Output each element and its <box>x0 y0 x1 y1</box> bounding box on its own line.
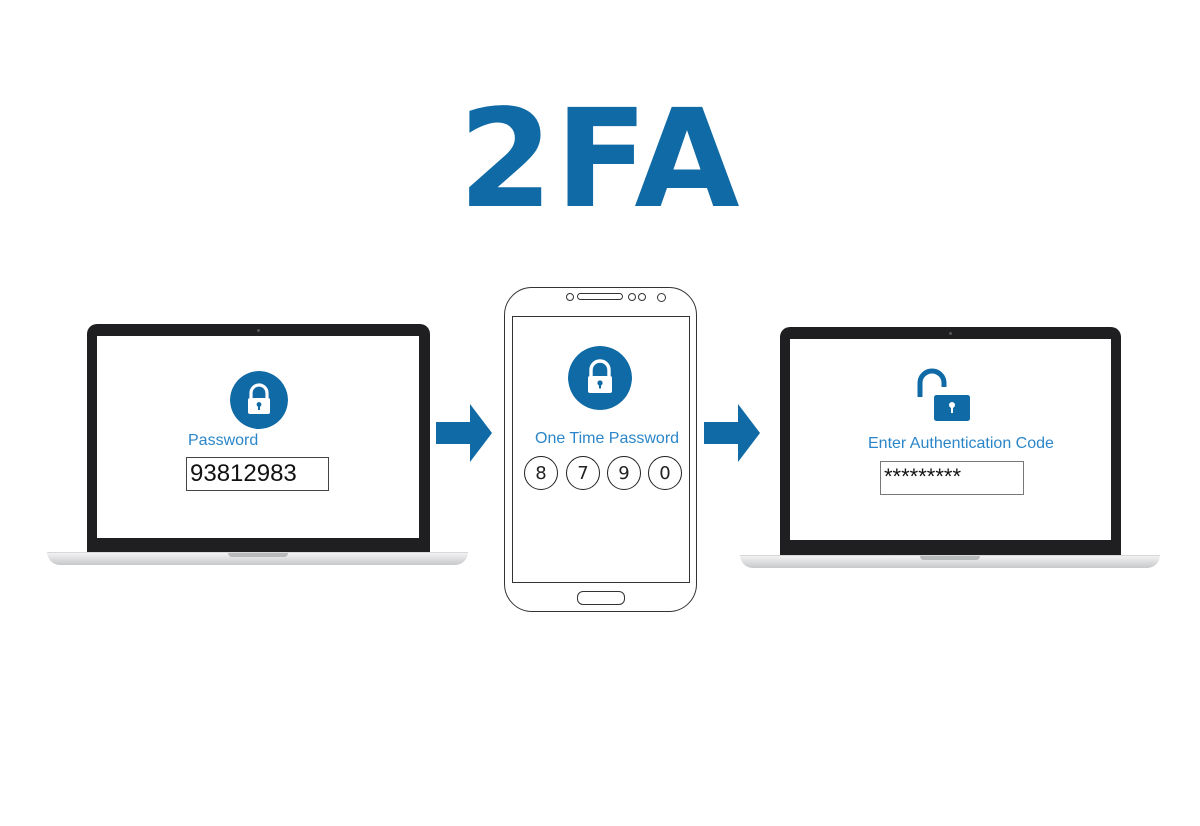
phone-camera <box>657 293 666 302</box>
otp-digit: 7 <box>566 456 600 490</box>
auth-code-field[interactable]: ********* <box>880 461 1024 495</box>
auth-code-label: Enter Authentication Code <box>868 435 1054 452</box>
unlock-icon <box>917 368 970 421</box>
lock-icon <box>230 371 288 429</box>
otp-digit: 9 <box>607 456 641 490</box>
otp-label: One Time Password <box>535 430 680 447</box>
page-title: 2FA <box>458 81 742 239</box>
laptop-left-screen <box>97 336 419 538</box>
password-label: Password <box>188 432 259 449</box>
password-field[interactable]: 93812983 <box>186 457 329 491</box>
otp-digit: 0 <box>648 456 682 490</box>
home-button[interactable] <box>577 591 625 605</box>
phone-speaker <box>577 293 623 300</box>
arrow-right-icon <box>436 404 492 462</box>
arrow-right-icon <box>704 404 760 462</box>
laptop-right-screen <box>790 339 1111 540</box>
otp-digit: 8 <box>524 456 558 490</box>
lock-icon <box>568 346 632 410</box>
